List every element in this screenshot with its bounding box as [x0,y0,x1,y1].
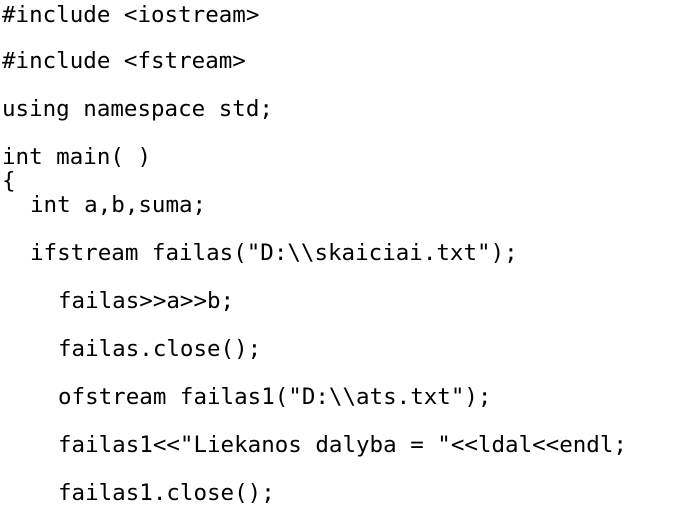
code-line: ofstream failas1("D:\\ats.txt"); [58,384,492,410]
code-line: ifstream failas("D:\\skaiciai.txt"); [30,240,518,266]
code-line: failas>>a>>b; [58,288,235,314]
code-line: failas1.close(); [58,480,275,506]
code-line: #include <iostream> [2,2,260,28]
code-line: int main( ) [2,144,152,170]
code-line: failas.close(); [58,336,262,362]
code-line: using namespace std; [2,96,273,122]
code-line: #include <fstream> [2,48,246,74]
code-line: { [2,168,16,194]
code-line: int a,b,suma; [30,192,207,218]
code-line: failas1<<"Liekanos dalyba = "<<ldal<<end… [58,432,627,458]
